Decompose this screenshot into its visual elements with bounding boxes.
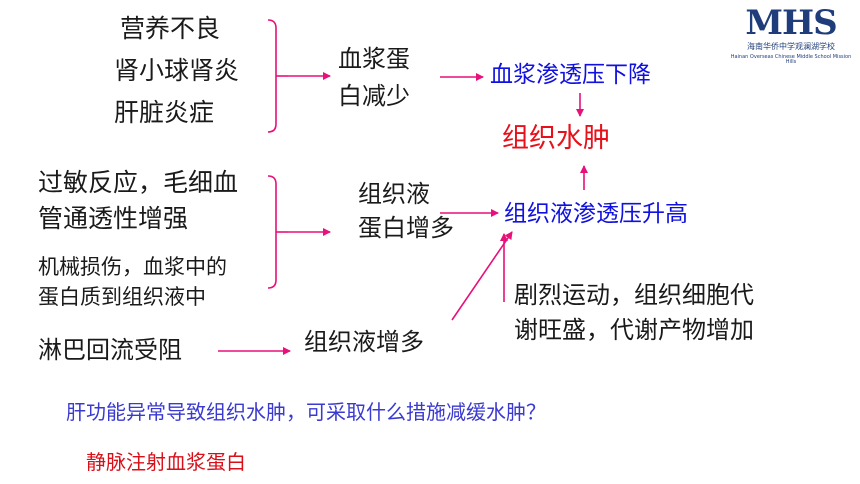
cause-allergy-line2: 管通透性增强 <box>38 204 189 233</box>
cause-injury-line1: 机械损伤，血浆中的 <box>38 255 227 279</box>
tissue-protein-increase-line2: 蛋白增多 <box>358 214 454 242</box>
plasma-protein-decrease-line1: 血浆蛋 <box>338 45 410 73</box>
bracket-group1 <box>267 19 277 133</box>
tissue-fluid-increase: 组织液增多 <box>304 328 424 356</box>
cause-malnutrition: 营养不良 <box>120 14 221 43</box>
tissue-osmotic-pressure-up: 组织液渗透压升高 <box>504 201 688 227</box>
school-logo: MHS 海南华侨中学观澜湖学校 Hainan Overseas Chinese … <box>728 6 854 66</box>
tissue-edema: 组织水肿 <box>502 123 610 154</box>
logo-english-name: Hainan Overseas Chinese Middle School Mi… <box>730 54 852 65</box>
bracket-group2 <box>267 175 277 289</box>
tissue-protein-increase-line1: 组织液 <box>358 180 430 208</box>
cause-allergy-line1: 过敏反应，毛细血 <box>38 168 239 197</box>
cause-hepatitis: 肝脏炎症 <box>114 98 215 127</box>
answer-text: 静脉注射血浆蛋白 <box>86 450 246 474</box>
cause-lymph-blocked: 淋巴回流受阻 <box>38 336 182 364</box>
logo-mark: MHS <box>745 3 837 43</box>
plasma-protein-decrease-line2: 白减少 <box>338 82 410 110</box>
cause-exercise-line2: 谢旺盛，代谢产物增加 <box>514 316 754 344</box>
cause-glomerulonephritis: 肾小球肾炎 <box>114 56 240 85</box>
plasma-osmotic-pressure-down: 血浆渗透压下降 <box>490 62 651 88</box>
question-text: 肝功能异常导致组织水肿，可采取什么措施减缓水肿？ <box>66 400 546 424</box>
cause-injury-line2: 蛋白质到组织液中 <box>38 285 206 309</box>
logo-chinese-name: 海南华侨中学观澜湖学校 <box>747 42 835 51</box>
cause-exercise-line1: 剧烈运动，组织细胞代 <box>514 281 754 309</box>
arrow-tissue-fluid-to-osmotic <box>451 231 513 321</box>
